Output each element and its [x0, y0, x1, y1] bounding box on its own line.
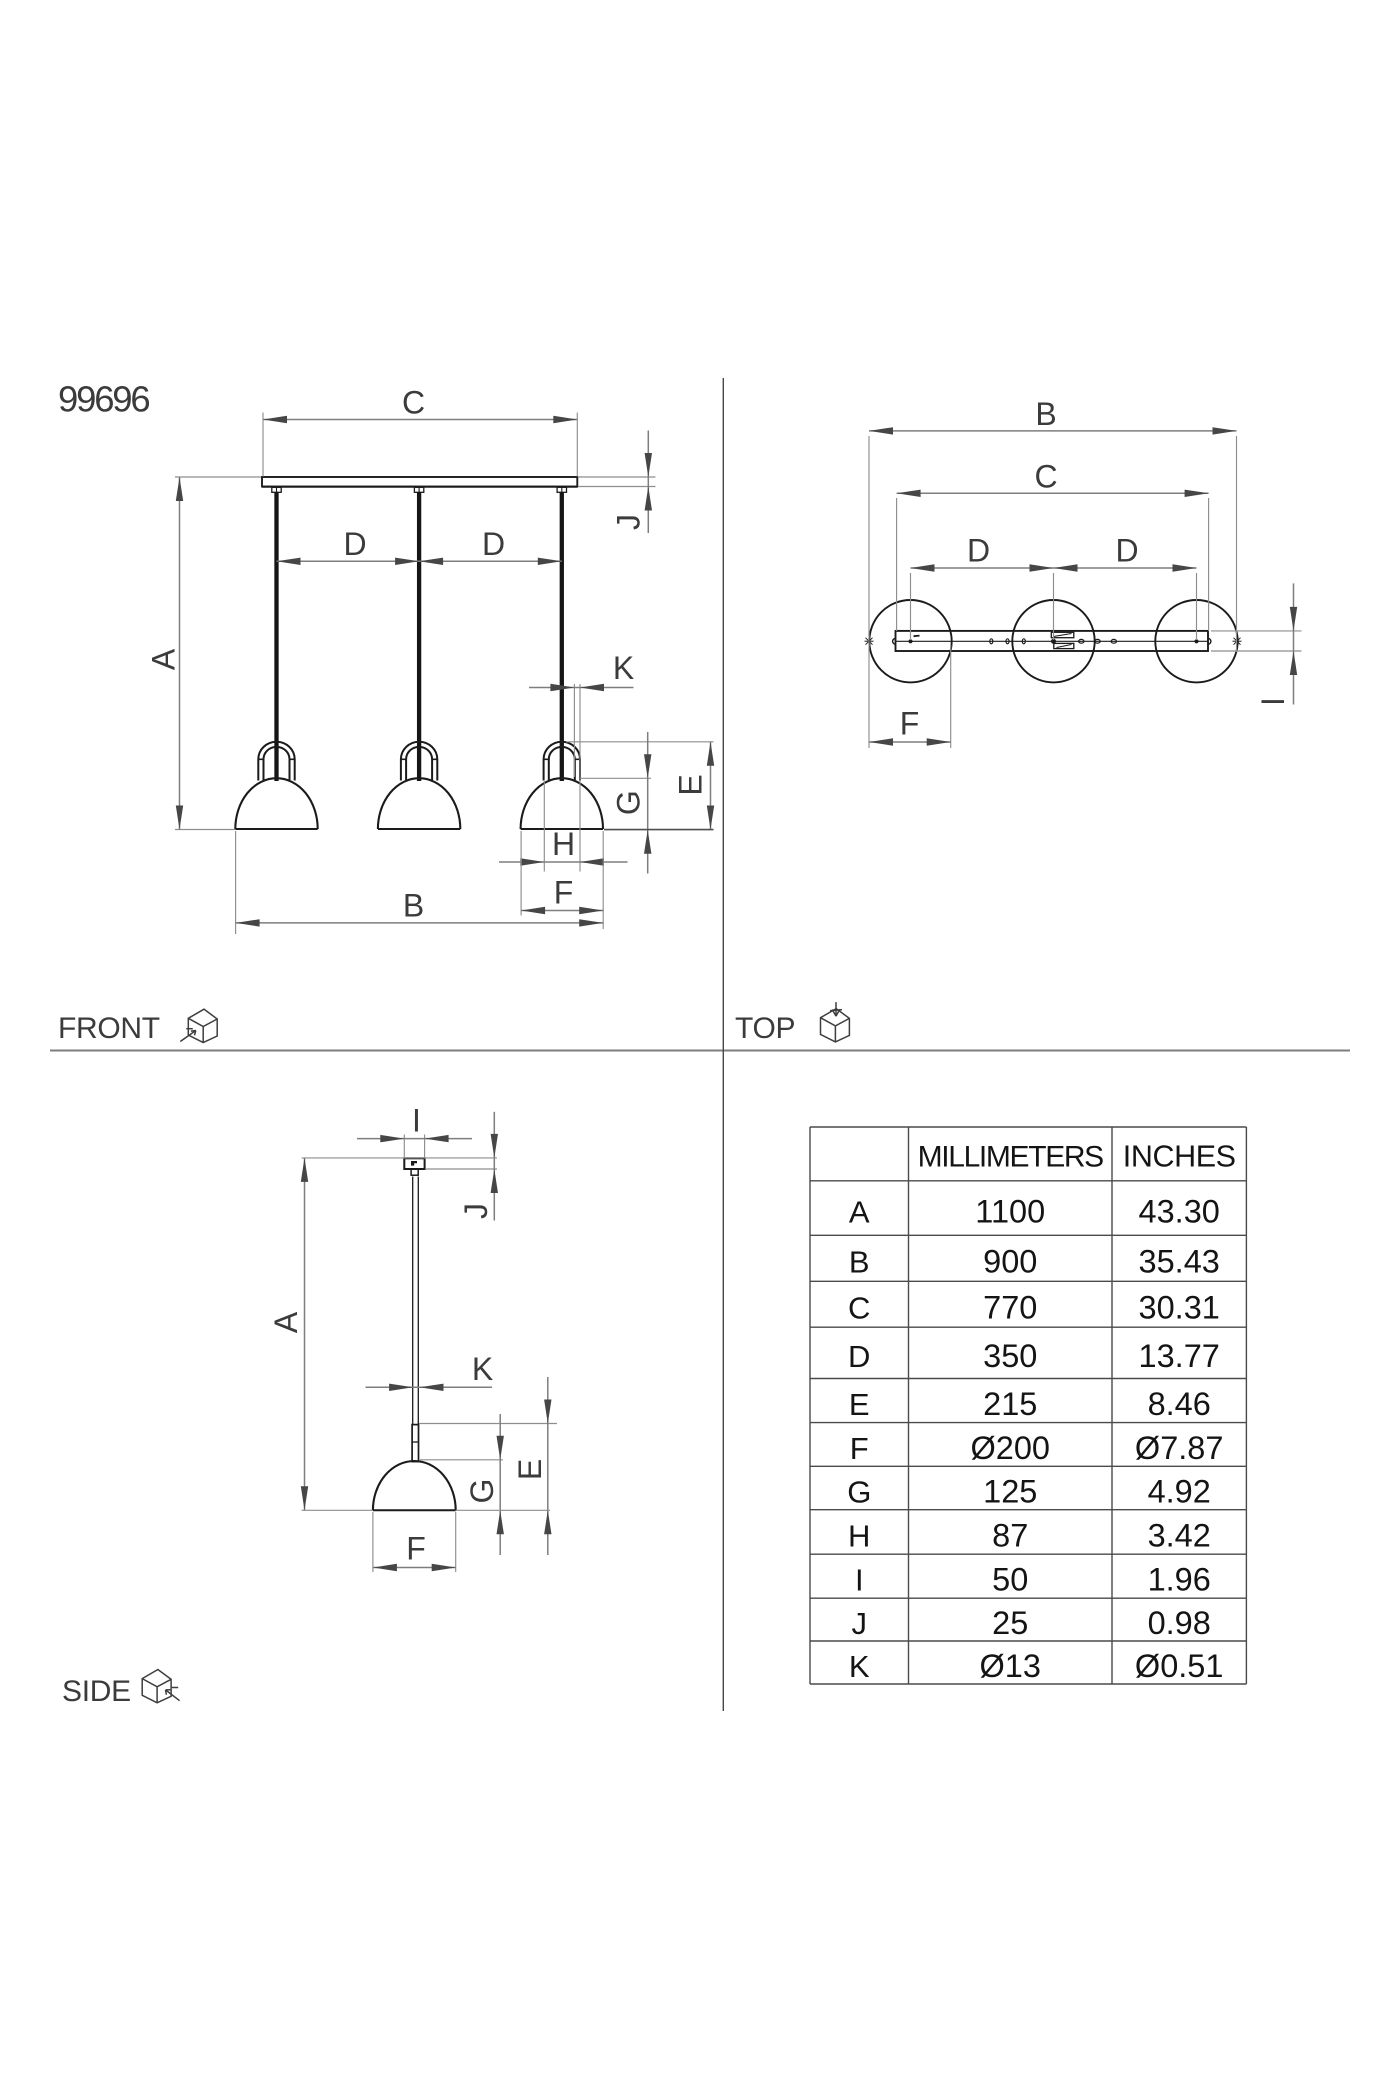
svg-text:D: D: [848, 1339, 870, 1374]
svg-text:A: A: [849, 1194, 870, 1229]
svg-text:3.42: 3.42: [1148, 1517, 1211, 1553]
svg-text:K: K: [613, 650, 634, 686]
svg-text:125: 125: [983, 1473, 1037, 1509]
svg-text:K: K: [472, 1351, 493, 1387]
svg-text:25: 25: [992, 1605, 1028, 1641]
svg-text:350: 350: [983, 1338, 1037, 1374]
svg-text:MILLIMETERS: MILLIMETERS: [918, 1141, 1104, 1174]
svg-text:C: C: [848, 1291, 870, 1326]
svg-text:1100: 1100: [975, 1193, 1045, 1229]
svg-text:B: B: [403, 888, 424, 924]
svg-text:99696: 99696: [58, 379, 149, 420]
svg-text:C: C: [402, 385, 425, 421]
svg-text:INCHES: INCHES: [1123, 1140, 1236, 1174]
svg-text:E: E: [849, 1387, 870, 1422]
svg-text:TOP: TOP: [735, 1012, 795, 1045]
svg-text:G: G: [847, 1474, 871, 1509]
svg-text:C: C: [1034, 458, 1057, 494]
svg-text:B: B: [1035, 396, 1056, 432]
svg-text:1.96: 1.96: [1148, 1562, 1211, 1598]
svg-text:13.77: 13.77: [1139, 1338, 1220, 1374]
svg-text:215: 215: [983, 1386, 1037, 1422]
svg-text:F: F: [554, 875, 574, 911]
svg-text:D: D: [1115, 533, 1138, 569]
svg-text:I: I: [412, 1102, 421, 1138]
svg-text:I: I: [1255, 697, 1291, 706]
svg-text:43.30: 43.30: [1139, 1193, 1220, 1229]
svg-text:8.46: 8.46: [1148, 1386, 1211, 1422]
svg-text:Ø200: Ø200: [970, 1430, 1050, 1466]
svg-text:H: H: [552, 826, 575, 862]
svg-text:A: A: [146, 648, 182, 670]
svg-text:I: I: [855, 1563, 864, 1598]
svg-text:B: B: [849, 1245, 870, 1280]
svg-text:E: E: [512, 1459, 548, 1480]
svg-text:0.98: 0.98: [1148, 1605, 1211, 1641]
svg-text:Ø7.87: Ø7.87: [1135, 1430, 1224, 1466]
svg-text:E: E: [673, 774, 709, 795]
svg-text:D: D: [343, 526, 366, 562]
svg-text:30.31: 30.31: [1139, 1290, 1220, 1326]
svg-text:4.92: 4.92: [1148, 1473, 1211, 1509]
svg-text:SIDE: SIDE: [62, 1675, 131, 1708]
svg-text:D: D: [482, 526, 505, 562]
svg-text:K: K: [849, 1649, 870, 1684]
svg-text:Ø13: Ø13: [980, 1648, 1041, 1684]
svg-text:900: 900: [983, 1244, 1037, 1280]
svg-text:J: J: [458, 1203, 494, 1219]
svg-text:D: D: [967, 533, 990, 569]
svg-text:F: F: [850, 1431, 869, 1466]
svg-text:Ø0.51: Ø0.51: [1135, 1648, 1224, 1684]
svg-text:770: 770: [983, 1290, 1037, 1326]
svg-text:87: 87: [992, 1517, 1028, 1553]
svg-text:H: H: [848, 1518, 870, 1553]
svg-text:J: J: [852, 1606, 868, 1641]
svg-text:J: J: [611, 514, 647, 530]
svg-text:FRONT: FRONT: [58, 1012, 160, 1045]
svg-text:F: F: [900, 706, 920, 742]
svg-text:G: G: [611, 790, 647, 815]
svg-text:G: G: [464, 1479, 500, 1504]
svg-text:A: A: [268, 1311, 304, 1333]
svg-text:50: 50: [992, 1562, 1028, 1598]
svg-text:F: F: [406, 1531, 426, 1567]
svg-text:35.43: 35.43: [1139, 1244, 1220, 1280]
